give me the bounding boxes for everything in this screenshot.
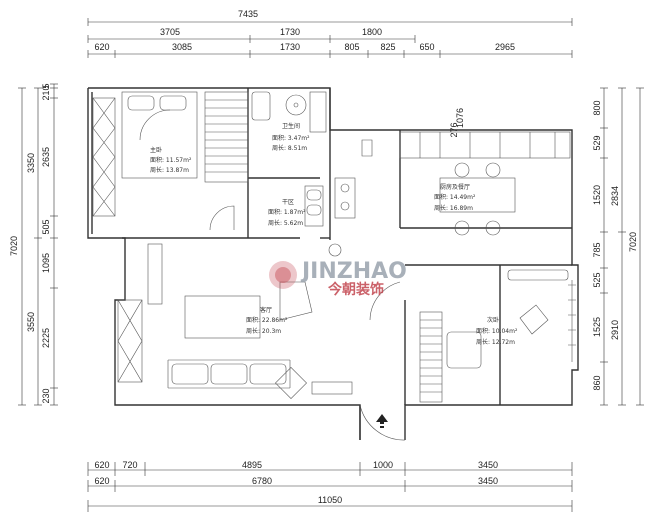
dim-left-3550: 3550 bbox=[26, 312, 36, 332]
room-second-bedroom: 次卧 面积: 10.04m² 周长: 12.72m bbox=[476, 316, 518, 346]
dim-left-505: 505 bbox=[41, 219, 51, 234]
watermark-brand-cn: 今朝装饰 bbox=[327, 281, 384, 298]
room-name: 次卧 bbox=[487, 316, 499, 324]
room-area: 面积: 10.04m² bbox=[476, 327, 518, 335]
dim-bottom-4895: 4895 bbox=[242, 460, 262, 470]
watermark-brand: JINZHAO bbox=[300, 259, 407, 284]
living-storage bbox=[117, 299, 143, 383]
coffee-table bbox=[184, 295, 261, 339]
dim-top-620: 620 bbox=[94, 42, 109, 52]
dim-bottom-620: 620 bbox=[94, 460, 109, 470]
bottom-dimensions: 620 720 4895 1000 3450 620 6780 3450 110… bbox=[87, 460, 573, 512]
room-perimeter: 周长: 13.87m bbox=[150, 166, 189, 174]
bathroom-fixtures bbox=[251, 91, 327, 227]
inner-label-1076: 1076 bbox=[455, 108, 465, 128]
watermark-logo-icon bbox=[269, 261, 297, 289]
dim-bottom-720: 720 bbox=[122, 460, 137, 470]
dim-bottom-total: 11050 bbox=[318, 495, 342, 505]
room-dry-area: 干区 面积: 1.87m² 周长: 5.62m bbox=[268, 199, 306, 227]
room-area: 面积: 22.86m² bbox=[246, 316, 288, 324]
dim-bottom-1000: 1000 bbox=[373, 460, 393, 470]
room-area: 面积: 14.49m² bbox=[434, 193, 476, 201]
room-name: 客厅 bbox=[260, 306, 272, 314]
room-bathroom: 卫生间 面积: 3.47m² 周长: 8.51m bbox=[272, 122, 310, 152]
dim-top-805: 805 bbox=[344, 42, 359, 52]
dim-right-total: 7020 bbox=[628, 232, 638, 252]
room-perimeter: 周长: 8.51m bbox=[272, 144, 307, 152]
room-name: 干区 bbox=[282, 199, 294, 206]
watermark: JINZHAO 今朝装饰 bbox=[269, 259, 407, 298]
dining-table bbox=[439, 177, 516, 213]
dim-left-5: 5 bbox=[41, 83, 51, 88]
dim-top-total: 7435 bbox=[238, 9, 258, 19]
master-closet bbox=[204, 91, 249, 183]
dim-top-3705: 3705 bbox=[160, 27, 180, 37]
dim-bottom-3450b: 3450 bbox=[478, 476, 498, 486]
room-master-bedroom: 主卧 面积: 11.57m² 周长: 13.87m bbox=[150, 146, 192, 174]
room-area: 面积: 1.87m² bbox=[268, 208, 306, 216]
dim-right-525: 525 bbox=[592, 272, 602, 287]
dim-bottom-620b: 620 bbox=[94, 476, 109, 486]
room-perimeter: 周长: 5.62m bbox=[268, 219, 303, 227]
dim-left-210: 210 bbox=[41, 85, 51, 100]
master-bedroom-fixtures bbox=[92, 91, 249, 231]
dim-left-230: 230 bbox=[41, 388, 51, 403]
room-name: 主卧 bbox=[150, 146, 162, 154]
dim-top-1800: 1800 bbox=[362, 27, 382, 37]
dim-right-529: 529 bbox=[592, 135, 602, 150]
armchair bbox=[279, 281, 313, 321]
entrance-arrow-icon bbox=[376, 414, 388, 428]
dim-left-1095: 1095 bbox=[41, 253, 51, 273]
master-wardrobe bbox=[92, 97, 116, 217]
living-room-fixtures bbox=[117, 243, 406, 441]
top-dimensions: 7435 3705 1730 1800 620 3085 1730 805 82… bbox=[87, 9, 573, 58]
dim-left-total: 7020 bbox=[9, 236, 19, 256]
second-desk-chair bbox=[446, 331, 482, 369]
dim-top-650: 650 bbox=[419, 42, 434, 52]
room-living: 客厅 面积: 22.86m² 周长: 20.3m bbox=[246, 306, 288, 335]
dim-right-860: 860 bbox=[592, 375, 602, 390]
dim-left-2635: 2635 bbox=[41, 147, 51, 167]
dim-left-3350: 3350 bbox=[26, 153, 36, 173]
second-wardrobe bbox=[419, 311, 443, 403]
dim-right-1520: 1520 bbox=[592, 185, 602, 205]
kitchen-dining-fixtures bbox=[334, 131, 571, 236]
dim-right-800: 800 bbox=[592, 100, 602, 115]
second-bedroom-fixtures bbox=[419, 269, 576, 403]
dim-top-825: 825 bbox=[380, 42, 395, 52]
room-perimeter: 周长: 20.3m bbox=[246, 327, 281, 335]
dim-left-2225: 2225 bbox=[41, 328, 51, 348]
dim-right-2910: 2910 bbox=[610, 320, 620, 340]
dim-right-1525: 1525 bbox=[592, 317, 602, 337]
master-bed bbox=[121, 91, 198, 179]
dim-bottom-3450: 3450 bbox=[478, 460, 498, 470]
dim-right-785: 785 bbox=[592, 242, 602, 257]
room-perimeter: 周长: 16.89m bbox=[434, 204, 473, 212]
room-area: 面积: 11.57m² bbox=[150, 156, 192, 164]
room-name: 卫生间 bbox=[282, 122, 300, 130]
inner-label-276: 276 bbox=[449, 122, 459, 137]
dim-top-2965: 2965 bbox=[495, 42, 515, 52]
room-perimeter: 周长: 12.72m bbox=[476, 338, 515, 346]
room-area: 面积: 3.47m² bbox=[272, 134, 310, 142]
room-name: 厨房及餐厅 bbox=[440, 183, 470, 191]
dim-bottom-6780: 6780 bbox=[252, 476, 272, 486]
room-kitchen-dining: 厨房及餐厅 面积: 14.49m² 周长: 16.89m bbox=[434, 183, 476, 212]
right-dimensions: 800 529 1520 785 525 1525 860 2834 2910 … bbox=[592, 87, 644, 406]
left-dimensions: 7020 3350 3550 5 210 2635 505 1095 2225 … bbox=[9, 83, 58, 406]
dim-top-1730: 1730 bbox=[280, 27, 300, 37]
dim-right-2834: 2834 bbox=[610, 186, 620, 206]
dim-top-3085: 3085 bbox=[172, 42, 192, 52]
dim-top-1730b: 1730 bbox=[280, 42, 300, 52]
